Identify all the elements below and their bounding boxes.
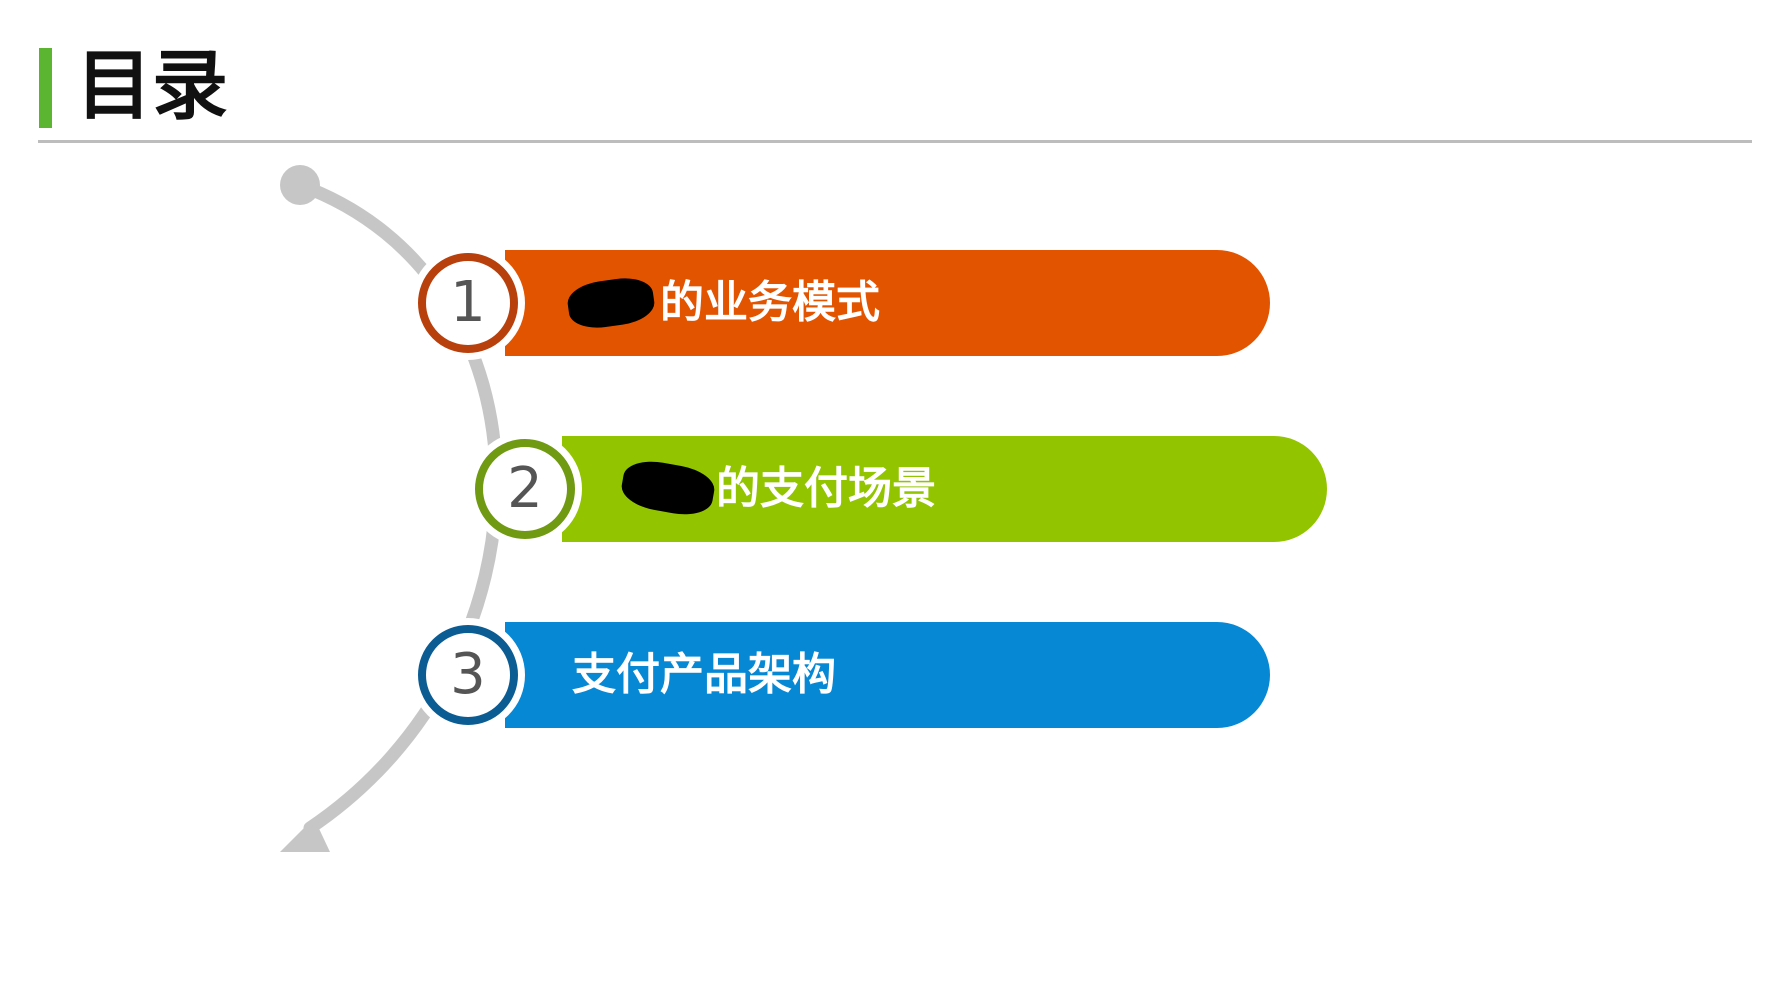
- toc-label-2: 的支付场景: [716, 463, 936, 514]
- toc-number-1: 1: [418, 253, 518, 353]
- timeline-arrow-head: [280, 818, 330, 852]
- timeline-start-dot: [280, 165, 320, 205]
- toc-number-2: 2: [475, 439, 575, 539]
- page-title: 目录: [76, 41, 228, 130]
- title-divider: [38, 140, 1752, 143]
- toc-item-1[interactable]: 的业务模式 1: [0, 250, 1778, 356]
- toc-item-2[interactable]: 的支付场景 2: [0, 436, 1778, 542]
- toc-label-1: 的业务模式: [660, 277, 880, 328]
- toc-item-3[interactable]: 支付产品架构 3: [0, 622, 1778, 728]
- toc-pill-3: [505, 622, 1270, 728]
- toc-label-3: 支付产品架构: [572, 649, 836, 700]
- title-accent-bar: [39, 48, 52, 128]
- toc-number-3: 3: [418, 625, 518, 725]
